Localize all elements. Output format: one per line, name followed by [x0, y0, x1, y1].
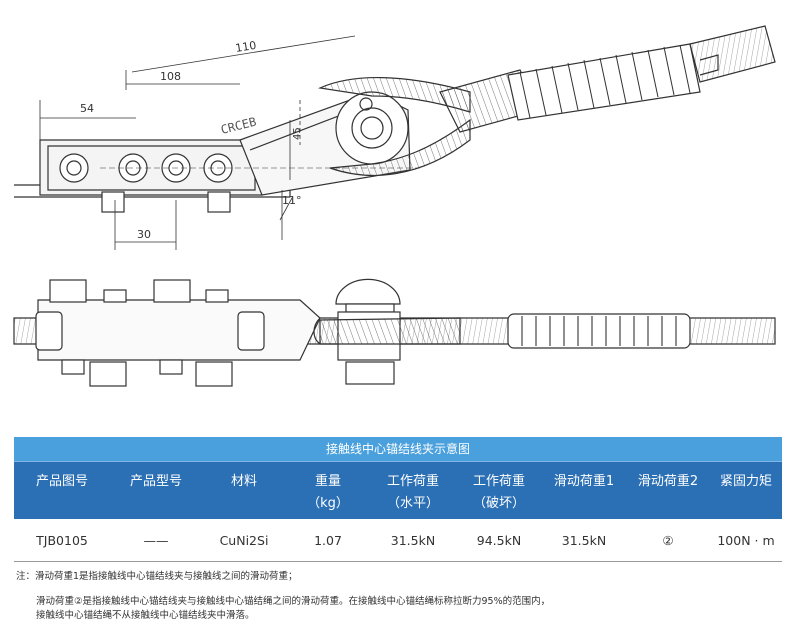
dim-45: 45 [292, 127, 303, 140]
header-slip-load-2: 滑动荷重2 [637, 474, 699, 489]
dim-54: 54 [80, 102, 94, 115]
note-2-line-1: 滑动荷重②是指接触线中心锚结线夹与接触线中心锚结绳之间的滑动荷重。在接触线中心锚… [36, 596, 551, 607]
spec-table: 接触线中心锚结线夹示意图 产品图号 产品型号 材料 重量（kg） 工作荷重（水平… [14, 437, 782, 562]
header-weight: 重量（kg） [307, 474, 349, 511]
cell-material: CuNi2Si [219, 532, 269, 548]
table-row: TJB0105 —— CuNi2Si 1.07 31.5kN 94.5kN 31… [14, 519, 782, 562]
cell-slip-load-2: ② [662, 532, 674, 548]
cell-working-load-break: 94.5kN [476, 532, 522, 548]
header-working-load-horizontal: 工作荷重（水平） [386, 474, 439, 511]
dim-110: 110 [234, 39, 257, 55]
cell-weight: 1.07 [314, 532, 342, 548]
cell-working-load-horizontal: 31.5kN [390, 532, 436, 548]
cell-model: —— [143, 532, 169, 548]
table-title: 接触线中心锚结线夹示意图 [14, 437, 782, 461]
header-tightening-torque: 紧固力矩 [719, 474, 772, 489]
cell-slip-load-1: 31.5kN [561, 532, 607, 548]
brand-mark: CRCEB [219, 115, 257, 137]
table-header-row: 产品图号 产品型号 材料 重量（kg） 工作荷重（水平） 工作荷重（破坏） 滑动… [14, 461, 782, 519]
header-product-drawing-no: 产品图号 [35, 474, 88, 489]
header-product-model: 产品型号 [129, 474, 182, 489]
dim-108: 108 [160, 70, 181, 83]
clamp-technical-drawing: 110 108 54 30 11° 45 CRCEB [13, 25, 776, 387]
cell-drawing-no: TJB0105 [36, 532, 88, 548]
note-1: 注：滑动荷重1是指接触线中心锚结线夹与接触线之间的滑动荷重； [16, 571, 298, 582]
plan-view [13, 278, 776, 387]
cell-tightening-torque: 100N · m [717, 532, 775, 548]
dim-30: 30 [137, 228, 151, 241]
note-2-line-2: 接触线中心锚结绳不从接触线中心锚结线夹中滑落。 [36, 610, 255, 621]
side-view [14, 25, 776, 250]
header-material: 材料 [230, 474, 257, 489]
notes: 注：滑动荷重1是指接触线中心锚结线夹与接触线之间的滑动荷重； 滑动荷重②是指接触… [16, 570, 786, 623]
header-working-load-break: 工作荷重（破坏） [472, 474, 525, 511]
dim-11-degrees: 11° [282, 194, 302, 207]
header-slip-load-1: 滑动荷重1 [553, 474, 615, 489]
